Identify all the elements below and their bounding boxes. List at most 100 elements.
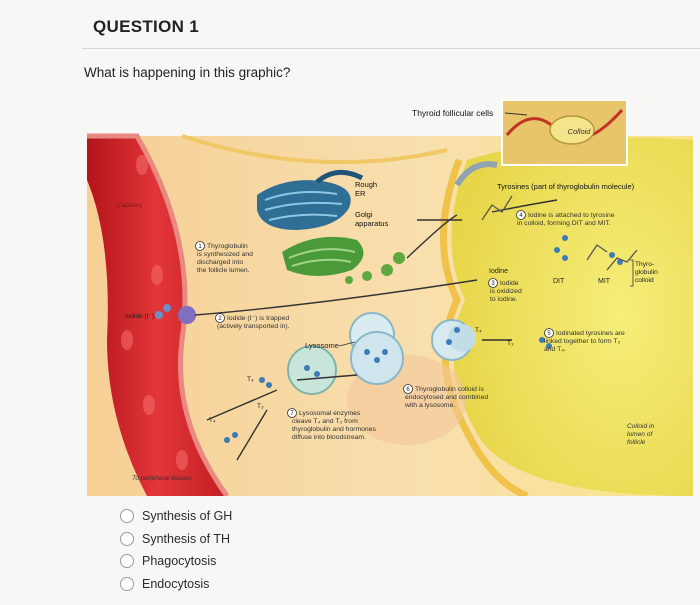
t4-label-left: T₄	[247, 376, 254, 383]
rough-er	[257, 169, 364, 230]
thyroid-diagram: Colloid Thyroid follicular cells Capilla…	[87, 99, 693, 496]
colloid-inset-label: Colloid	[568, 127, 592, 136]
hormone-dots	[224, 235, 623, 443]
svg-text:discharged into: discharged into	[197, 259, 243, 266]
option-label: Phagocytosis	[142, 554, 217, 569]
question-title: QUESTION 1	[93, 17, 199, 36]
title-divider	[82, 48, 700, 49]
svg-text:is oxidized: is oxidized	[490, 288, 522, 295]
svg-text:globulin: globulin	[635, 269, 658, 276]
svg-text:is synthesized and: is synthesized and	[197, 251, 253, 258]
svg-text:linked together to form T₃: linked together to form T₃	[544, 338, 621, 345]
svg-text:endocytosed and combined: endocytosed and combined	[405, 394, 488, 401]
svg-text:in colloid, forming DIT and MI: in colloid, forming DIT and MIT.	[517, 220, 611, 227]
capillary-wall	[87, 133, 230, 496]
peripheral-label: To peripheral tissues	[132, 475, 192, 482]
lysosome-leader	[338, 341, 356, 347]
svg-text:follicle: follicle	[627, 439, 646, 446]
thyroid-hormone-figure: Colloid Thyroid follicular cells Capilla…	[87, 90, 693, 496]
iodide-blood-label: Iodide (I⁻)	[125, 313, 154, 320]
svg-text:(actively transported in).: (actively transported in).	[217, 323, 290, 330]
option-synthesis-th[interactable]: Synthesis of TH	[120, 528, 232, 551]
rough-er-label-2: ER	[355, 189, 366, 198]
thyroglobulin-colloid-label: Thyro- globulin colloid	[635, 261, 658, 284]
t3-label-right: T₃	[507, 340, 514, 347]
t3-label-left: T₃	[257, 403, 264, 410]
step3-text: Iodide is oxidized to iodine.	[490, 280, 522, 303]
golgi-label-1: Golgi	[355, 210, 373, 219]
answer-options: Synthesis of GH Synthesis of TH Phagocyt…	[120, 505, 232, 595]
svg-text:Iodine is attached to tyrosine: Iodine is attached to tyrosine	[528, 212, 615, 219]
tyrosine-molecules	[481, 195, 638, 271]
svg-text:Iodide (I⁻) is trapped: Iodide (I⁻) is trapped	[227, 315, 289, 322]
svg-text:lumen of: lumen of	[627, 431, 653, 438]
step6-text: Thyroglobulin colloid is endocytosed and…	[404, 386, 488, 409]
svg-text:Thyroglobulin: Thyroglobulin	[207, 243, 248, 250]
radio-synthesis-th[interactable]	[120, 531, 134, 546]
dit-label: DIT	[553, 278, 565, 285]
option-synthesis-gh[interactable]: Synthesis of GH	[120, 505, 232, 528]
radio-endocytosis[interactable]	[120, 577, 134, 592]
option-label: Synthesis of TH	[142, 531, 231, 546]
svg-text:Colloid in: Colloid in	[627, 423, 654, 430]
svg-text:cleave T₄ and T₃ from: cleave T₄ and T₃ from	[292, 418, 358, 425]
svg-text:Lysosomal enzymes: Lysosomal enzymes	[299, 410, 361, 417]
colloid-bracket	[630, 259, 634, 287]
inset-arrow	[454, 161, 498, 187]
iodine-label: Iodine	[489, 268, 508, 275]
svg-text:and T₄.: and T₄.	[544, 346, 566, 353]
step-number-4: 4	[519, 213, 523, 219]
step4-text: Iodine is attached to tyrosine in colloi…	[517, 212, 615, 227]
rough-er-label-1: Rough	[355, 180, 377, 189]
thyroid-cells-label: Thyroid follicular cells	[412, 108, 493, 118]
secretory-vesicles	[345, 252, 405, 284]
step1-text: Thyroglobulin is synthesized and dischar…	[197, 243, 253, 274]
golgi-apparatus	[282, 236, 364, 276]
svg-text:Thyro-: Thyro-	[635, 261, 654, 268]
pathway-arrows	[194, 199, 558, 461]
colloid-lumen-label: Colloid in lumen of follicle	[627, 423, 654, 446]
step-badges	[195, 210, 554, 418]
thyroid-cells-leader	[504, 112, 528, 116]
svg-text:to iodine.: to iodine.	[490, 296, 518, 303]
step-number-6: 6	[406, 387, 410, 393]
red-blood-cells	[121, 155, 188, 470]
lysosome-vesicles	[287, 312, 476, 395]
option-label: Endocytosis	[142, 577, 210, 592]
svg-text:with a lysosome.: with a lysosome.	[404, 402, 455, 409]
colloid-lumen	[451, 137, 693, 496]
option-phagocytosis[interactable]: Phagocytosis	[120, 550, 232, 573]
iodide-transporter	[155, 304, 196, 324]
svg-text:Thyroglobulin colloid is: Thyroglobulin colloid is	[415, 386, 484, 393]
svg-text:colloid: colloid	[635, 277, 654, 284]
step-number-1: 1	[198, 244, 202, 250]
hormone-labels: T₄ T₃ T₄ T₄ T₃	[209, 327, 514, 424]
lateral-membrane	[181, 134, 448, 165]
step-number-2: 2	[218, 316, 222, 322]
colloid-inset	[501, 99, 628, 166]
svg-text:diffuse into bloodstream.: diffuse into bloodstream.	[292, 434, 366, 441]
step-numbers: 1 2 3 4 5 6 7	[198, 213, 551, 417]
step5-text: Iodinated tyrosines are linked together …	[544, 330, 625, 353]
svg-text:thyroglobulin and hormones: thyroglobulin and hormones	[292, 426, 376, 433]
lysosome-label: Lysosome	[305, 341, 339, 350]
radio-synthesis-gh[interactable]	[120, 509, 134, 524]
capillary-label: Capillary	[117, 202, 143, 209]
step2-text: Iodide (I⁻) is trapped (actively transpo…	[217, 315, 290, 330]
option-endocytosis[interactable]: Endocytosis	[120, 573, 232, 596]
svg-text:the follicle lumen.: the follicle lumen.	[197, 267, 250, 274]
question-prompt: What is happening in this graphic?	[84, 65, 291, 80]
radio-phagocytosis[interactable]	[120, 554, 134, 569]
option-label: Synthesis of GH	[142, 509, 233, 524]
mit-label: MIT	[598, 278, 611, 285]
step-number-5: 5	[547, 331, 551, 337]
t4-label-right: T₄	[475, 327, 482, 334]
svg-text:Iodinated tyrosines are: Iodinated tyrosines are	[556, 330, 625, 337]
step-number-3: 3	[491, 281, 495, 287]
step7-text: Lysosomal enzymes cleave T₄ and T₃ from …	[292, 410, 376, 441]
golgi-label-2: apparatus	[355, 219, 389, 228]
t4-label-lower: T₄	[209, 417, 216, 424]
step-number-7: 7	[290, 411, 294, 417]
tyrosines-label: Tyrosines (part of thyroglobulin molecul…	[497, 182, 635, 191]
